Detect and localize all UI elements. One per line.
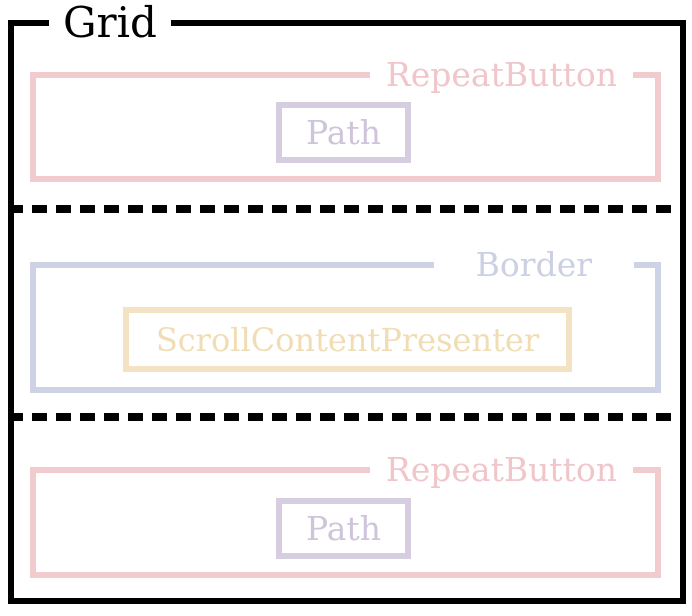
- repeatbutton-top-label: RepeatButton: [369, 58, 633, 91]
- path-bottom-label: Path: [306, 509, 381, 548]
- path-bottom-node: Path: [276, 498, 411, 559]
- row-separator-2: [8, 413, 686, 421]
- grid-node: Grid RepeatButton Path Border ScrollCont…: [8, 2, 686, 604]
- path-top-label: Path: [306, 113, 381, 152]
- row-separator-1: [8, 205, 686, 213]
- repeatbutton-bottom-label: RepeatButton: [369, 453, 633, 486]
- repeatbutton-bottom-node: RepeatButton Path: [30, 453, 661, 578]
- border-node-label: Border: [433, 248, 634, 281]
- grid-node-label: Grid: [49, 2, 171, 44]
- repeatbutton-top-node: RepeatButton Path: [30, 58, 661, 182]
- scrollcontentpresenter-label: ScrollContentPresenter: [155, 320, 540, 359]
- scrollcontentpresenter-node: ScrollContentPresenter: [123, 307, 572, 372]
- path-top-node: Path: [276, 102, 411, 163]
- border-node: Border ScrollContentPresenter: [30, 248, 661, 393]
